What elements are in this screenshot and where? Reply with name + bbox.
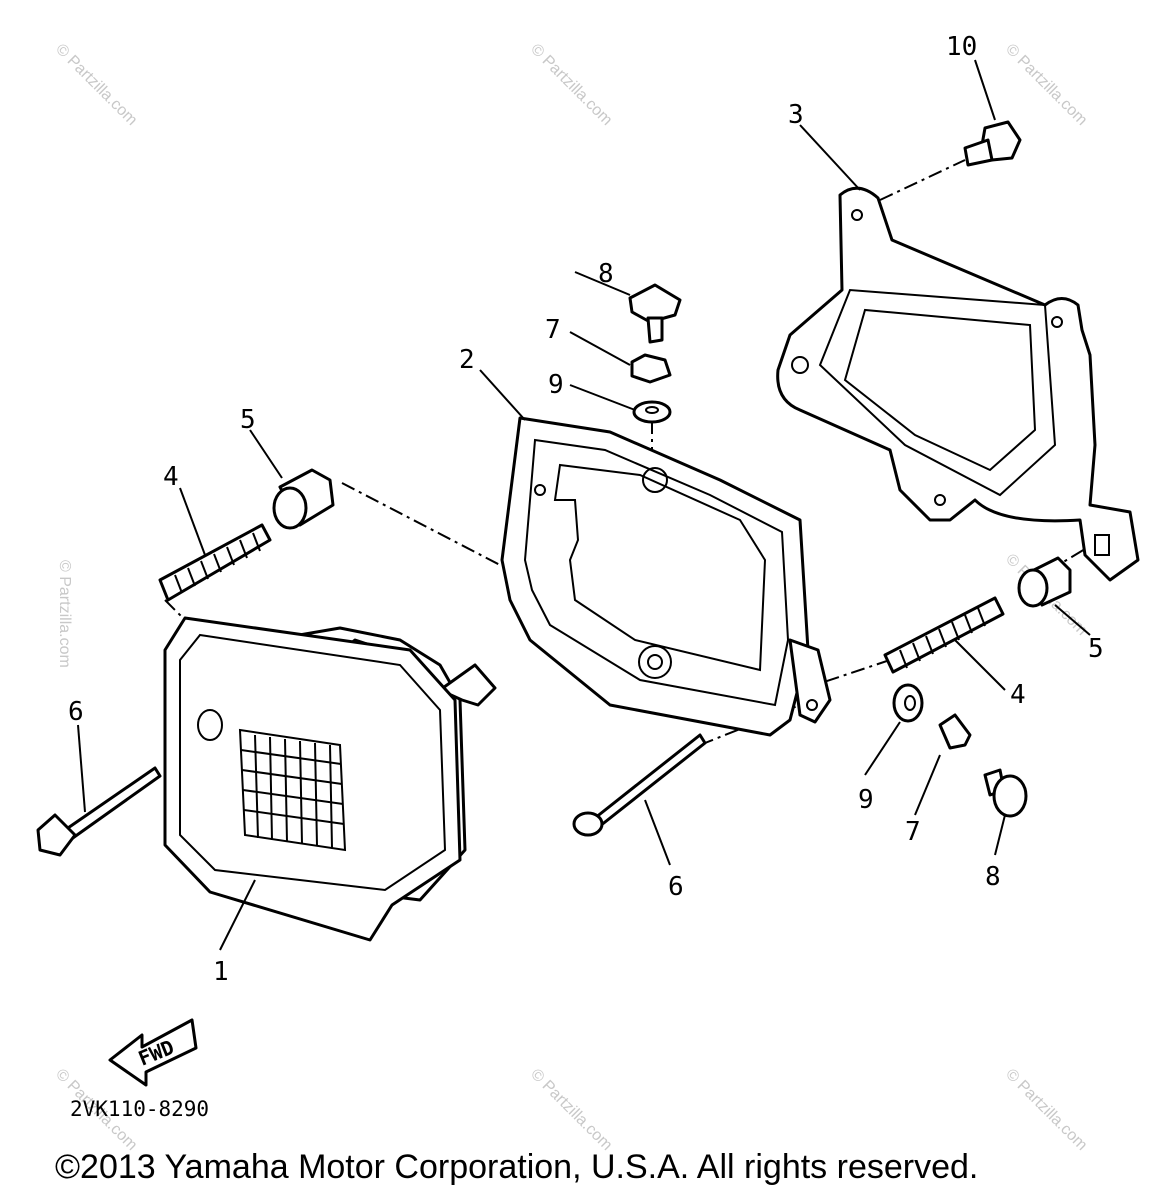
callout-5-right: 5 — [1088, 634, 1104, 664]
bolt-part-10 — [963, 120, 1022, 167]
leader-line — [249, 429, 283, 479]
leader-line — [644, 799, 671, 866]
spring-part-4-right — [883, 596, 1005, 674]
watermark: © Partzilla.com — [527, 1066, 615, 1154]
bolt-part-6-left — [36, 766, 162, 857]
spring-part-4-left — [158, 523, 272, 602]
bushing-part-5-right — [1017, 556, 1072, 608]
clip-part-7-right — [938, 713, 972, 750]
callout-6-left: 6 — [68, 697, 84, 727]
callout-7-right: 7 — [905, 817, 921, 847]
callout-9-top: 9 — [548, 370, 564, 400]
leader-line — [914, 754, 941, 816]
leader-line — [864, 721, 901, 776]
callout-8-top: 8 — [598, 259, 614, 289]
bolt-part-6-right — [572, 733, 707, 837]
leader-line — [974, 59, 996, 121]
watermark: © Partzilla.com — [1002, 1066, 1090, 1154]
assembly-line — [341, 482, 501, 566]
bushing-part-5-left — [272, 468, 335, 530]
washer-part-9-right — [892, 683, 924, 723]
watermark: © Partzilla.com — [527, 41, 615, 129]
callout-4-left: 4 — [163, 462, 179, 492]
callout-5-left: 5 — [240, 405, 256, 435]
forward-arrow-icon: FWD — [108, 1018, 198, 1087]
frame-part-2 — [500, 416, 832, 737]
leader-line — [994, 814, 1006, 856]
callout-3: 3 — [788, 100, 804, 130]
callout-6-right: 6 — [668, 872, 684, 902]
callout-10: 10 — [946, 32, 977, 62]
screw-part-8-right — [983, 768, 1028, 818]
leader-line — [799, 124, 861, 191]
watermark: © Partzilla.com — [52, 41, 140, 129]
callout-9-right: 9 — [858, 785, 874, 815]
bracket-part-3 — [776, 186, 1140, 582]
leader-line — [1054, 604, 1091, 636]
leader-line — [954, 639, 1006, 691]
washer-part-9-top — [632, 400, 672, 424]
assembly-line — [799, 659, 891, 691]
leader-line — [479, 369, 526, 421]
copyright-notice: ©2013 Yamaha Motor Corporation, U.S.A. A… — [55, 1148, 979, 1186]
callout-7-top: 7 — [545, 315, 561, 345]
callout-2: 2 — [459, 345, 475, 375]
leader-line — [179, 487, 206, 556]
callout-8-right: 8 — [985, 862, 1001, 892]
callout-4-right: 4 — [1010, 680, 1026, 710]
watermark: © Partzilla.com — [56, 560, 73, 668]
assembly-line — [879, 159, 966, 201]
callout-1: 1 — [213, 957, 229, 987]
screw-part-8-top — [628, 283, 682, 344]
leader-line — [77, 724, 86, 813]
leader-line — [569, 384, 636, 411]
clip-part-7-top — [630, 353, 672, 384]
headlight-part-1 — [163, 616, 497, 942]
part-code: 2VK110-8290 — [70, 1097, 210, 1121]
leader-line — [569, 331, 631, 366]
watermark: © Partzilla.com — [1002, 41, 1090, 129]
leader-line — [219, 879, 256, 951]
leader-line — [574, 271, 631, 296]
